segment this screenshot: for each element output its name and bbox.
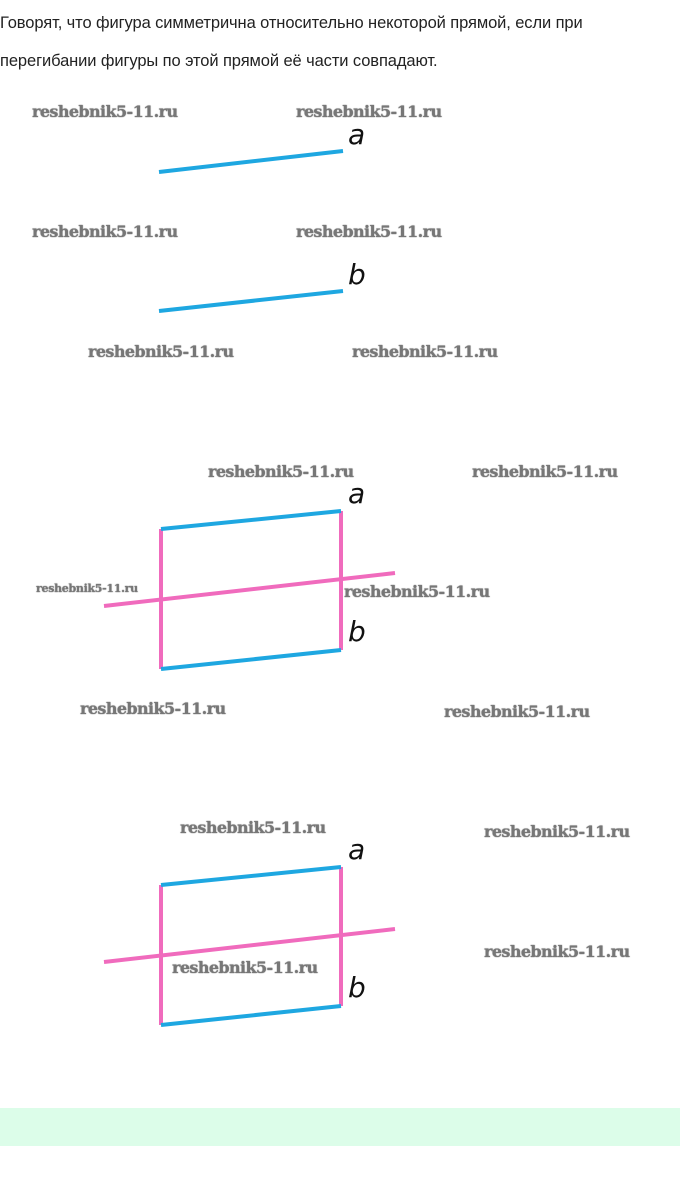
figure-rectangle-with-axis-2: a b <box>103 833 396 1027</box>
label-a: a <box>348 833 365 866</box>
line-b <box>158 289 344 313</box>
watermark: reshebnik5-11.ru <box>344 582 490 601</box>
watermark: reshebnik5-11.ru <box>444 702 590 721</box>
definition-paragraph: Говорят, что фигура симметрична относите… <box>0 4 680 80</box>
paragraph-line-1: Говорят, что фигура симметрична относите… <box>0 14 583 32</box>
watermark: reshebnik5-11.ru <box>484 942 630 961</box>
watermark: reshebnik5-11.ru <box>36 582 138 595</box>
label-a: a <box>348 118 365 151</box>
line-a <box>160 865 342 887</box>
watermark: reshebnik5-11.ru <box>80 699 226 718</box>
paragraph-line-2: перегибании фигуры по этой прямой её час… <box>0 52 438 70</box>
figure-parallel-lines: a b <box>158 118 366 313</box>
watermark: reshebnik5-11.ru <box>32 222 178 241</box>
watermark: reshebnik5-11.ru <box>296 102 442 121</box>
watermark: reshebnik5-11.ru <box>472 462 618 481</box>
label-b: b <box>348 258 366 291</box>
line-a <box>158 149 344 174</box>
watermark: reshebnik5-11.ru <box>484 822 630 841</box>
watermark: reshebnik5-11.ru <box>172 958 318 977</box>
label-a: a <box>348 477 365 510</box>
symmetry-axis <box>103 927 396 964</box>
watermark: reshebnik5-11.ru <box>352 342 498 361</box>
symmetry-axis <box>103 571 396 608</box>
watermark: reshebnik5-11.ru <box>88 342 234 361</box>
answer-band <box>0 1108 680 1146</box>
line-a <box>160 509 342 531</box>
figure-rectangle-with-axis-1: a b <box>103 477 396 671</box>
watermark: reshebnik5-11.ru <box>180 818 326 837</box>
watermark: reshebnik5-11.ru <box>296 222 442 241</box>
watermark: reshebnik5-11.ru <box>208 462 354 481</box>
line-b <box>160 1004 342 1027</box>
watermark: reshebnik5-11.ru <box>32 102 178 121</box>
label-b: b <box>348 615 366 648</box>
line-b <box>160 648 342 671</box>
label-b: b <box>348 971 366 1004</box>
